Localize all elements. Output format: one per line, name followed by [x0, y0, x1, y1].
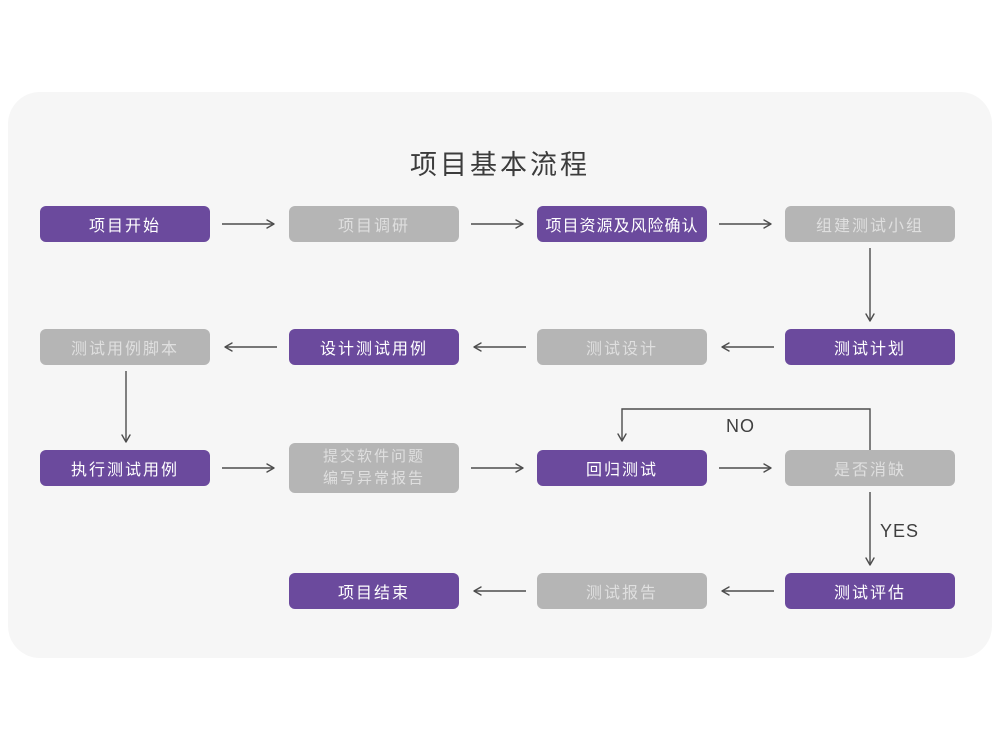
branch-label-no: NO [726, 416, 755, 436]
node-test-case-script: 测试用例脚本 [40, 329, 210, 365]
node-test-plan: 测试计划 [785, 329, 955, 365]
node-test-evaluation: 测试评估 [785, 573, 955, 609]
node-label: 执行测试用例 [70, 462, 179, 479]
node-label: 项目资源及风险确认 [545, 218, 699, 235]
node-test-design: 测试设计 [537, 329, 707, 365]
page-title: 项目基本流程 [410, 150, 590, 180]
node-design-test-case: 设计测试用例 [289, 329, 459, 365]
node-resource-risk-confirm: 项目资源及风险确认 [537, 206, 707, 242]
node-regression-test: 回归测试 [537, 450, 707, 486]
node-label: 是否消缺 [833, 462, 906, 479]
node-label: 测试评估 [833, 585, 906, 602]
node-label: 项目开始 [88, 218, 161, 235]
node-build-test-team: 组建测试小组 [785, 206, 955, 242]
node-label: 项目结束 [337, 585, 410, 602]
node-label-line1: 提交软件问题 [322, 448, 425, 466]
node-project-start: 项目开始 [40, 206, 210, 242]
flowchart-card [8, 92, 992, 658]
node-defect-cleared: 是否消缺 [785, 450, 955, 486]
node-execute-test-case: 执行测试用例 [40, 450, 210, 486]
node-project-end: 项目结束 [289, 573, 459, 609]
node-label: 测试用例脚本 [70, 341, 179, 358]
node-label: 设计测试用例 [319, 341, 428, 358]
branch-label-yes: YES [880, 521, 920, 541]
node-label: 测试计划 [833, 341, 906, 358]
node-label: 测试报告 [585, 585, 658, 602]
node-label: 测试设计 [585, 341, 658, 358]
node-test-report: 测试报告 [537, 573, 707, 609]
node-label-line2: 编写异常报告 [322, 470, 425, 487]
node-label: 回归测试 [585, 462, 658, 479]
node-label: 组建测试小组 [815, 218, 924, 235]
node-project-research: 项目调研 [289, 206, 459, 242]
node-submit-issue-report: 提交软件问题 编写异常报告 [289, 443, 459, 493]
node-label: 项目调研 [337, 218, 410, 235]
